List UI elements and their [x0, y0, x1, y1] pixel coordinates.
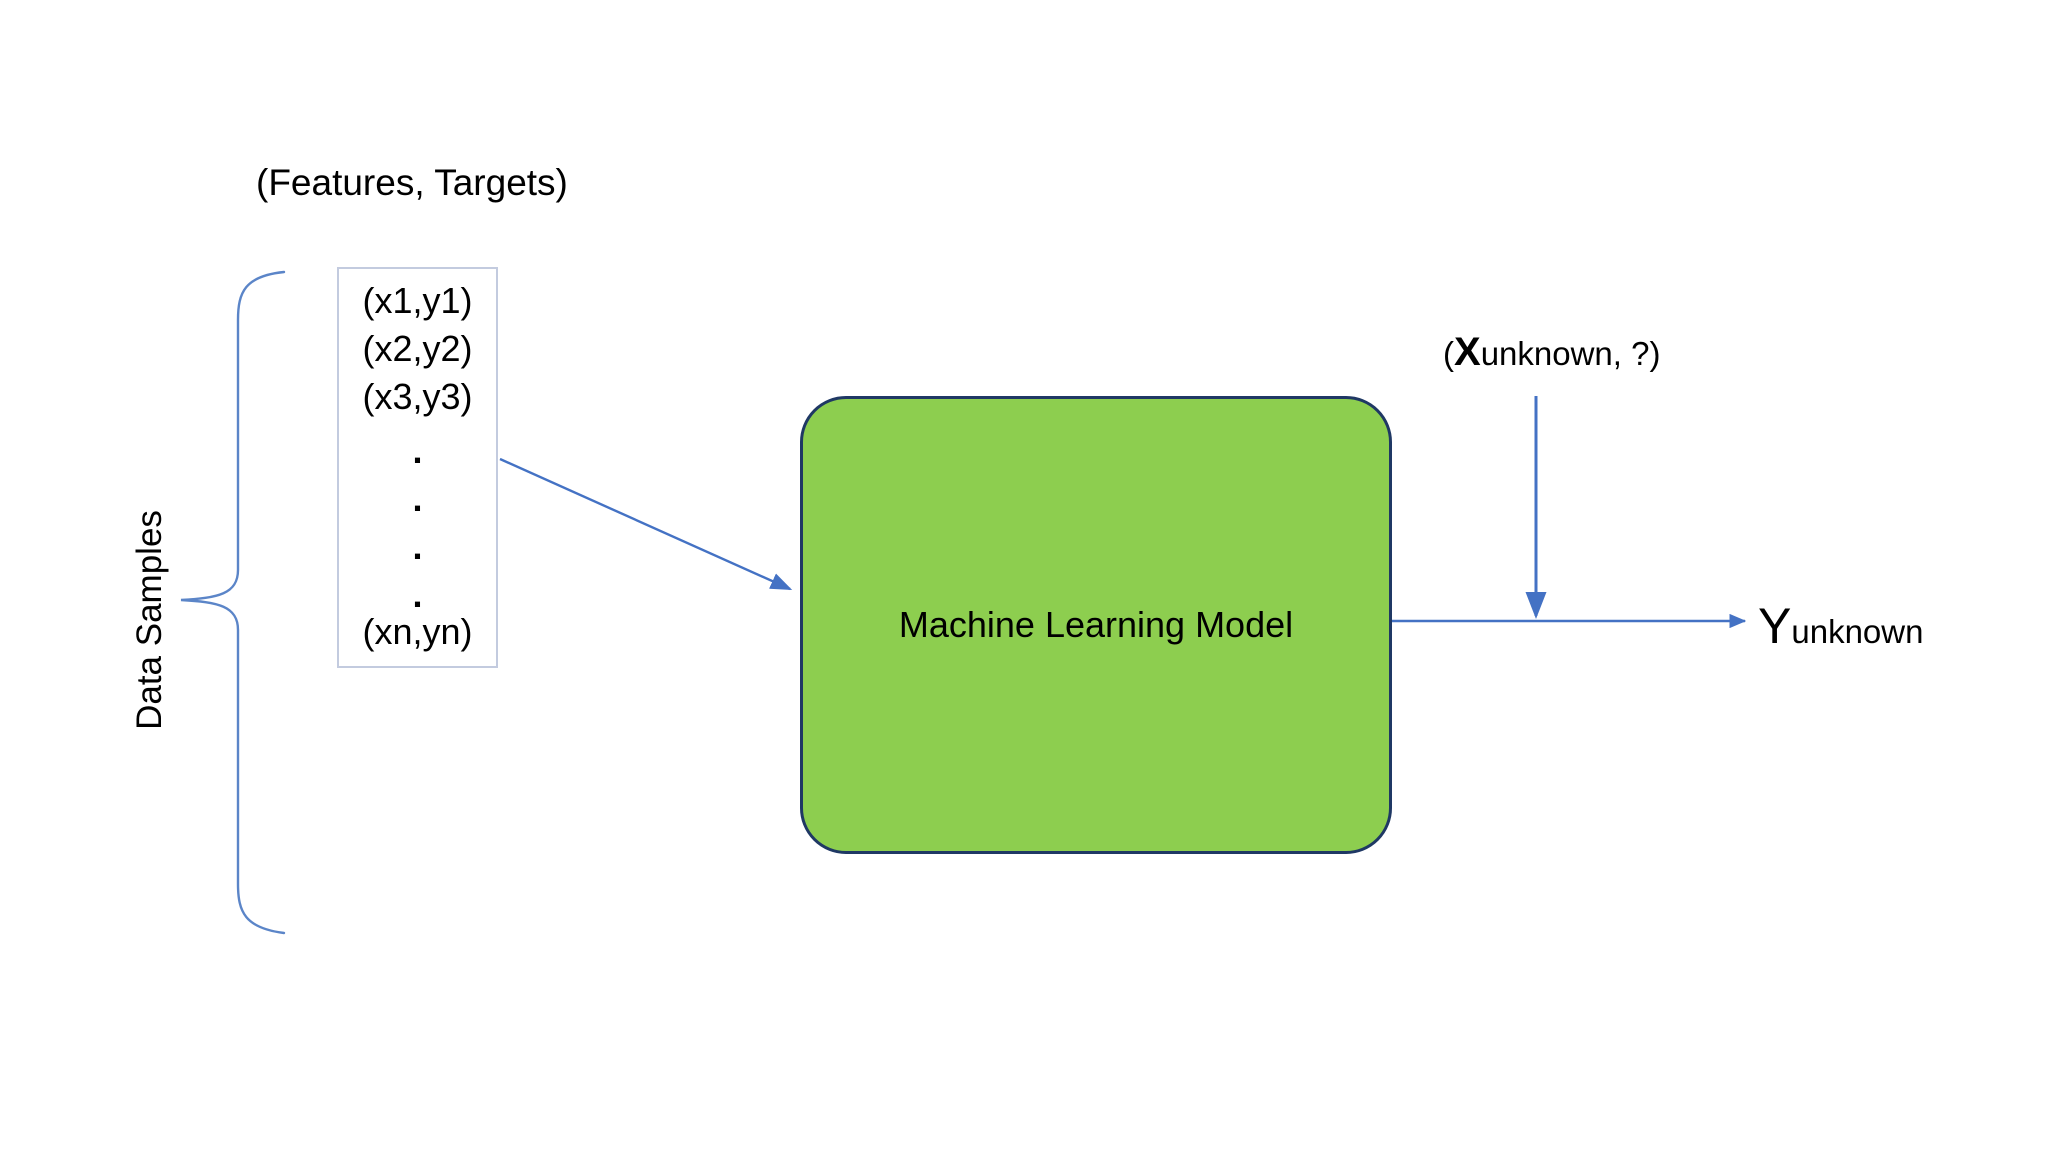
samples-to-model-arrow: [499, 457, 793, 591]
machine-learning-model-label: Machine Learning Model: [898, 604, 1294, 645]
data-samples-brace: [180, 270, 286, 935]
list-item: .: [412, 574, 423, 615]
y-unknown-subscript: unknown: [1791, 613, 1924, 650]
features-targets-label: (Features, Targets): [256, 162, 568, 203]
list-item: .: [412, 526, 423, 567]
list-item: .: [412, 430, 423, 471]
machine-learning-model-box: Machine Learning Model: [800, 396, 1392, 854]
list-item: (xn,yn): [362, 611, 473, 652]
x-unknown-paren: (: [1443, 335, 1454, 372]
list-item: (x1,y1): [362, 280, 473, 321]
x-unknown-symbol: X: [1454, 330, 1481, 374]
data-samples-list: (x1,y1) (x2,y2) (x3,y3) . . . . (xn,yn): [339, 269, 496, 666]
x-unknown-subscript: unknown, ?): [1480, 335, 1661, 372]
data-samples-box: (x1,y1) (x2,y2) (x3,y3) . . . . (xn,yn): [337, 267, 498, 668]
list-item: (x2,y2): [362, 328, 473, 369]
list-item: (x3,y3): [362, 376, 473, 417]
y-unknown-symbol: Y: [1758, 598, 1792, 654]
data-samples-label: Data Samples: [130, 510, 169, 730]
y-unknown-label: Yunknown: [1758, 597, 1923, 655]
list-item: .: [412, 478, 423, 519]
x-unknown-label: (Xunknown, ?): [1443, 330, 1660, 375]
